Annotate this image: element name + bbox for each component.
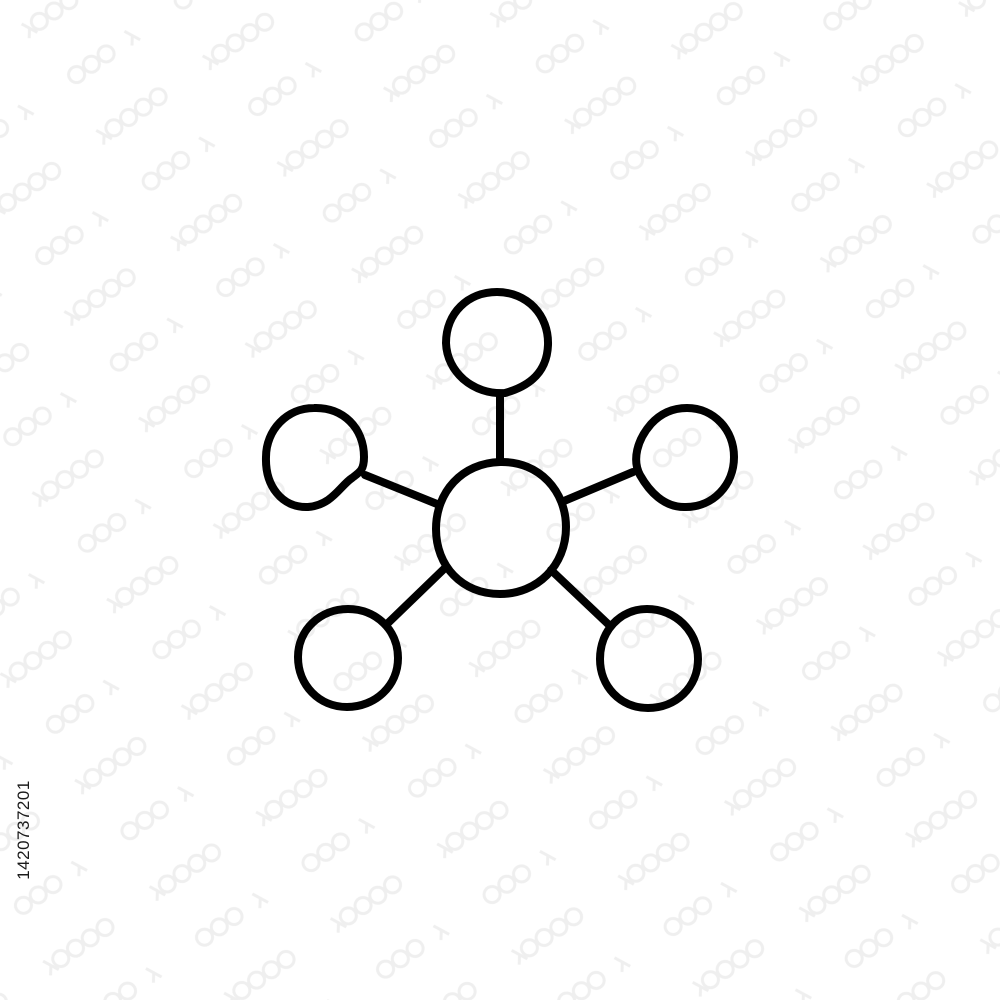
satellite-node-top <box>442 288 553 398</box>
hub-node <box>432 457 570 598</box>
satellite-node-right <box>632 404 738 511</box>
satellite-node-left <box>261 403 368 512</box>
connector-bottom-right <box>547 566 612 628</box>
satellite-node-bottom-left <box>294 605 402 711</box>
stock-id-text: 1420737201 <box>14 780 34 880</box>
connector-bottom-left <box>383 563 450 628</box>
connector-right <box>560 468 637 505</box>
satellite-node-bottom-right <box>596 605 702 712</box>
connector-left <box>361 471 441 508</box>
stock-id-label: 1420737201 <box>9 762 39 898</box>
